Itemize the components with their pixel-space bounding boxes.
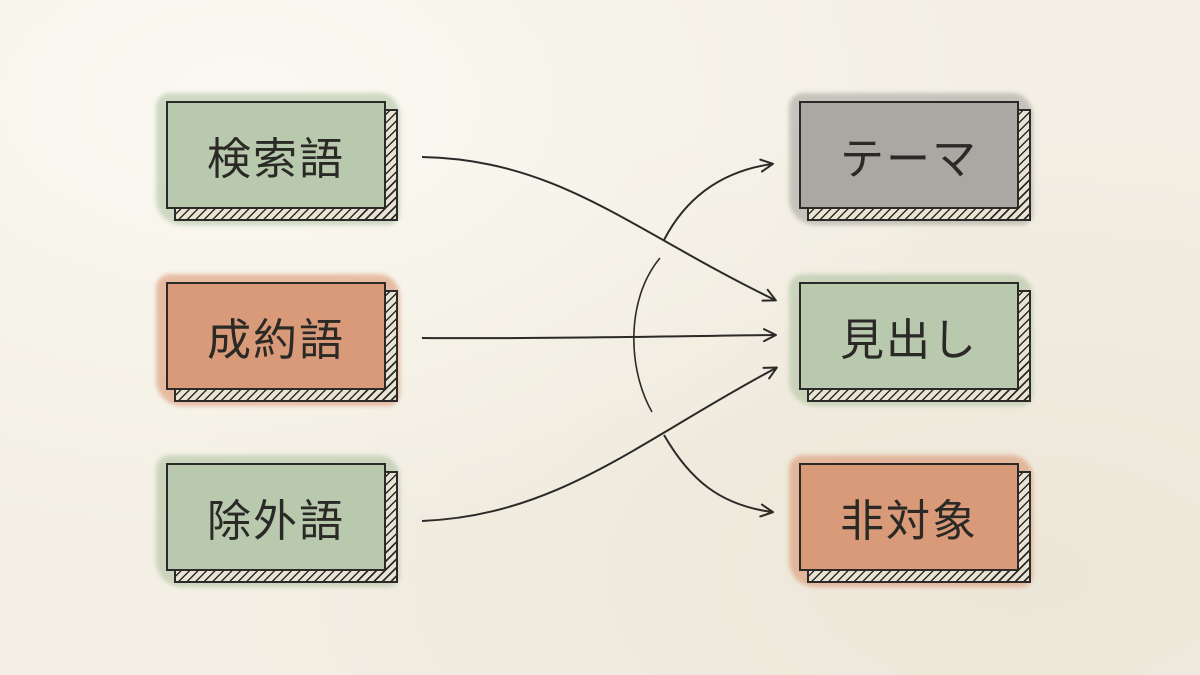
arrow-search-to-heading bbox=[421, 156, 777, 302]
hub-bracket-curve bbox=[633, 257, 661, 413]
source-node-conversion: 成約語 bbox=[156, 274, 400, 406]
target-node-heading: 見出し bbox=[789, 274, 1033, 406]
source-node-search: 検索語 bbox=[156, 93, 400, 225]
arrow-exclude-to-heading bbox=[421, 366, 778, 522]
source-label-conversion: 成約語 bbox=[207, 315, 345, 366]
source-label-exclude: 除外語 bbox=[207, 496, 345, 547]
arrow-conversion-to-heading bbox=[421, 328, 777, 343]
target-label-nontarget: 非対象 bbox=[840, 496, 978, 547]
source-node-exclude: 除外語 bbox=[156, 455, 400, 587]
target-node-theme: テーマ bbox=[789, 93, 1033, 225]
arrow-hub-to-nontarget bbox=[663, 434, 774, 518]
source-label-search: 検索語 bbox=[207, 134, 345, 185]
target-label-theme: テーマ bbox=[840, 134, 978, 185]
target-node-nontarget: 非対象 bbox=[789, 455, 1033, 587]
arrow-hub-to-theme bbox=[663, 158, 774, 241]
target-label-heading: 見出し bbox=[840, 315, 978, 366]
